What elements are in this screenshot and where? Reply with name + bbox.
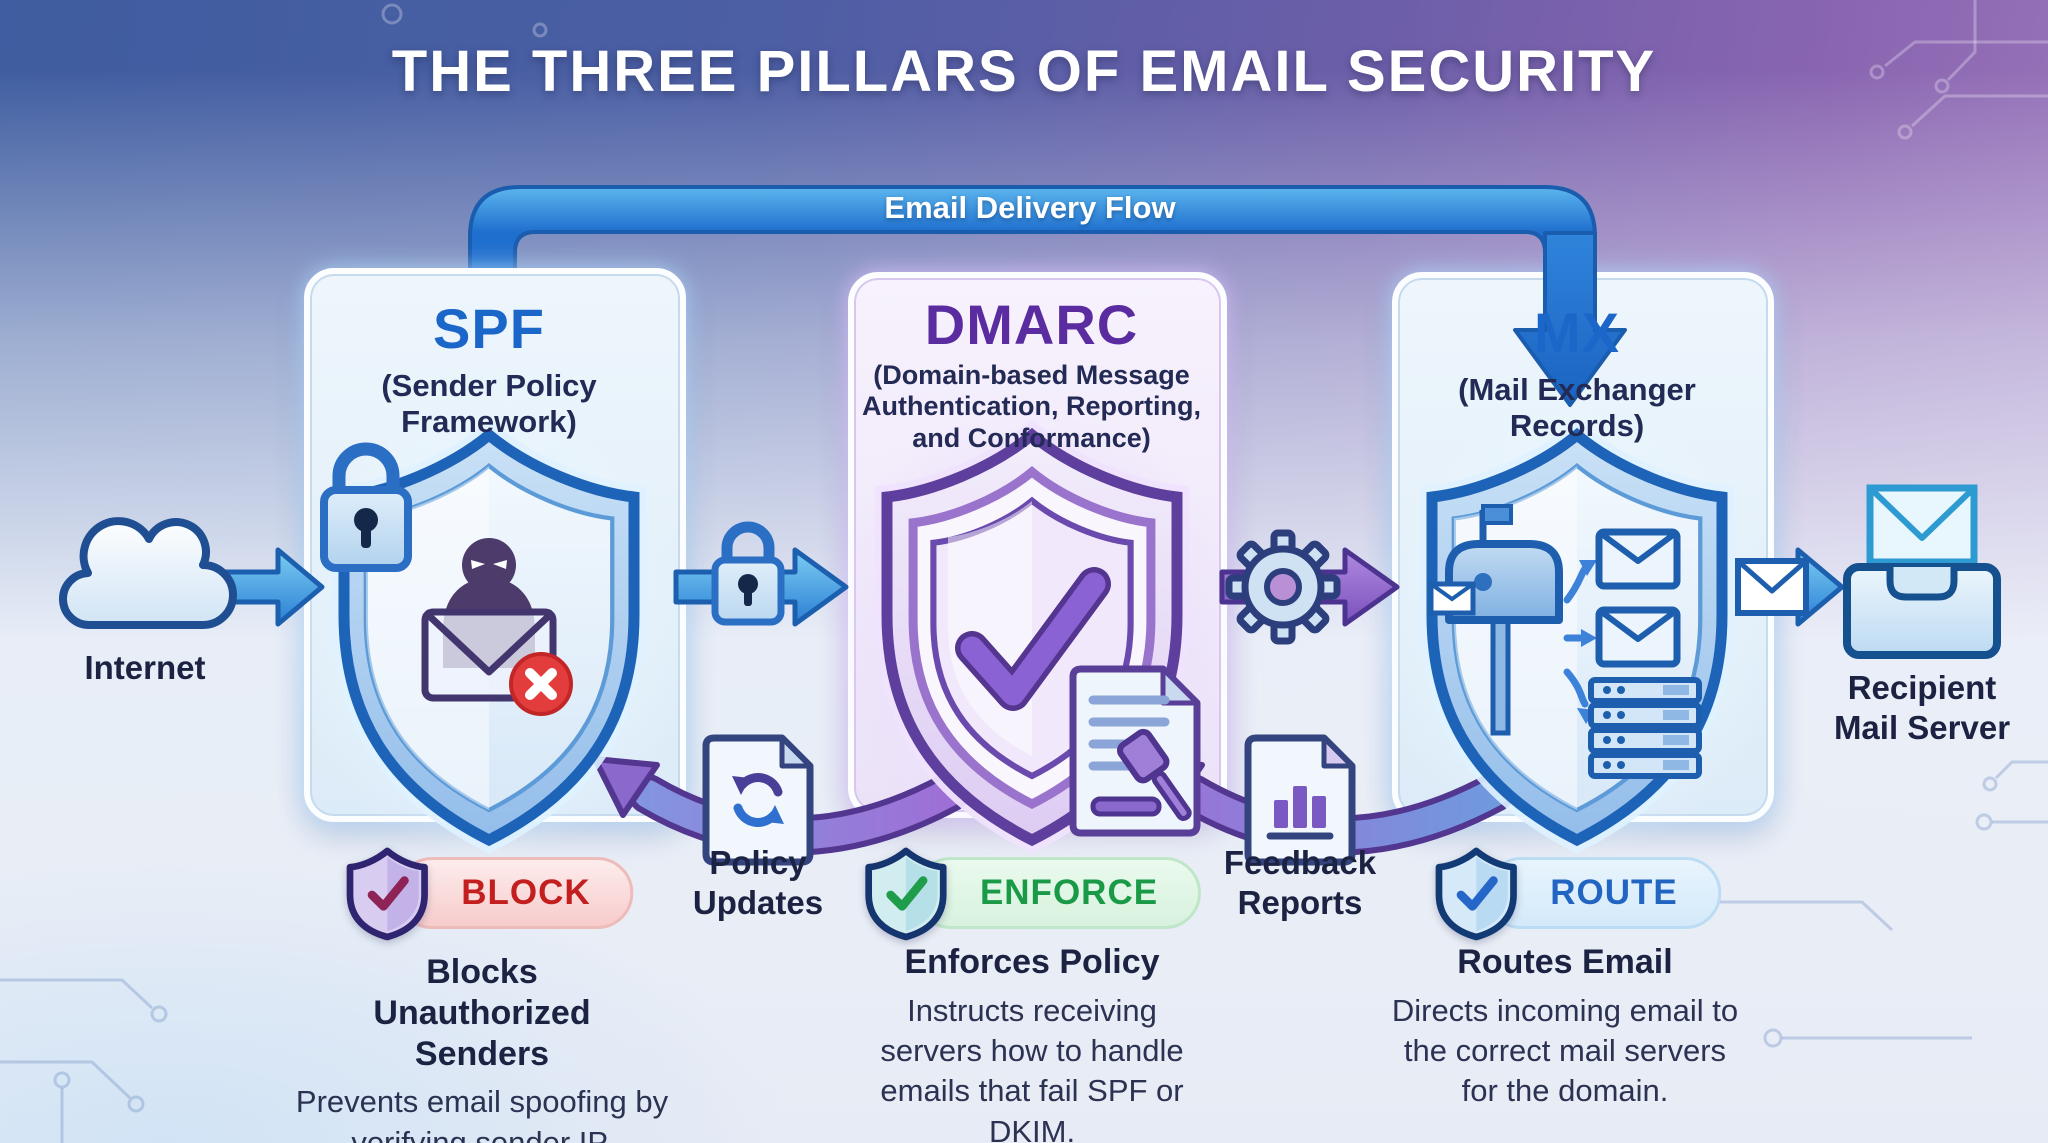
- internet-label: Internet: [84, 649, 206, 686]
- dmarc-body: Instructs receiving servers how to handl…: [880, 992, 1184, 1143]
- shield-mailbox-routing-icon: [1431, 435, 1722, 840]
- verified-shield-icon: [865, 847, 947, 941]
- dmarc-full-name: (Domain-based Message Authentication, Re…: [862, 360, 1201, 453]
- enforce-badge-label: ENFORCE: [914, 857, 1202, 929]
- routing-arrows-icon: [1563, 560, 1597, 724]
- padlock-icon: [711, 521, 785, 626]
- mail-server-stack-icon: [1588, 677, 1702, 779]
- mx-full-name: (Mail Exchanger Records): [1458, 372, 1696, 443]
- inbox-tray-icon: [1843, 484, 2001, 659]
- document-bar-chart-icon: [1244, 734, 1356, 866]
- routed-envelopes-icon: [1595, 528, 1681, 668]
- page-title: THE THREE PILLARS OF EMAIL SECURITY: [391, 39, 1657, 104]
- dmarc-acronym: DMARC: [924, 293, 1139, 356]
- dmarc-enforce-badge: ENFORCE: [863, 845, 1202, 941]
- spf-description: Blocks Unauthorized Senders Prevents ema…: [272, 952, 692, 1143]
- gear-icon: [1225, 529, 1341, 645]
- mx-description: Routes Email Directs incoming email to t…: [1355, 942, 1775, 1112]
- dmarc-heading: Enforces Policy: [904, 943, 1160, 981]
- recipient-mail-server-label: Recipient Mail Server: [1833, 669, 2011, 747]
- feedback-reports-label: Feedback Reports: [1223, 844, 1377, 922]
- gavel-icon: [1090, 728, 1192, 821]
- document-sync-icon: [702, 734, 814, 866]
- mx-body: Directs incoming email to the correct ma…: [1391, 992, 1739, 1109]
- mailbox-icon: [1428, 504, 1563, 736]
- blocked-x-icon: [509, 652, 573, 716]
- mx-route-badge: ROUTE: [1433, 845, 1721, 941]
- cloud-icon: [59, 517, 237, 630]
- mx-acronym: MX: [1534, 301, 1620, 364]
- policy-document-gavel-icon: [1069, 665, 1201, 837]
- route-badge-label: ROUTE: [1485, 857, 1721, 929]
- email-delivery-flow-label: Email Delivery Flow: [884, 190, 1176, 225]
- shield-checkmark-policy-gavel-icon: [887, 435, 1177, 840]
- spf-full-name: (Sender Policy Framework): [381, 368, 597, 439]
- policy-updates-label: Policy Updates: [692, 844, 824, 922]
- block-badge-label: BLOCK: [396, 857, 634, 929]
- mx-heading: Routes Email: [1457, 943, 1673, 981]
- spf-heading: Blocks Unauthorized Senders: [373, 953, 591, 1073]
- verified-shield-icon: [346, 847, 428, 941]
- padlock-icon: [320, 442, 412, 572]
- spf-body: Prevents email spoofing by verifying sen…: [295, 1084, 669, 1143]
- dmarc-description: Enforces Policy Instructs receiving serv…: [822, 942, 1242, 1143]
- verified-shield-icon: [1435, 847, 1517, 941]
- email-delivery-flow-arrowhead: [1513, 231, 1627, 407]
- spf-block-badge: BLOCK: [344, 845, 634, 941]
- spf-acronym: SPF: [433, 297, 545, 360]
- envelope-icon: [1735, 558, 1809, 616]
